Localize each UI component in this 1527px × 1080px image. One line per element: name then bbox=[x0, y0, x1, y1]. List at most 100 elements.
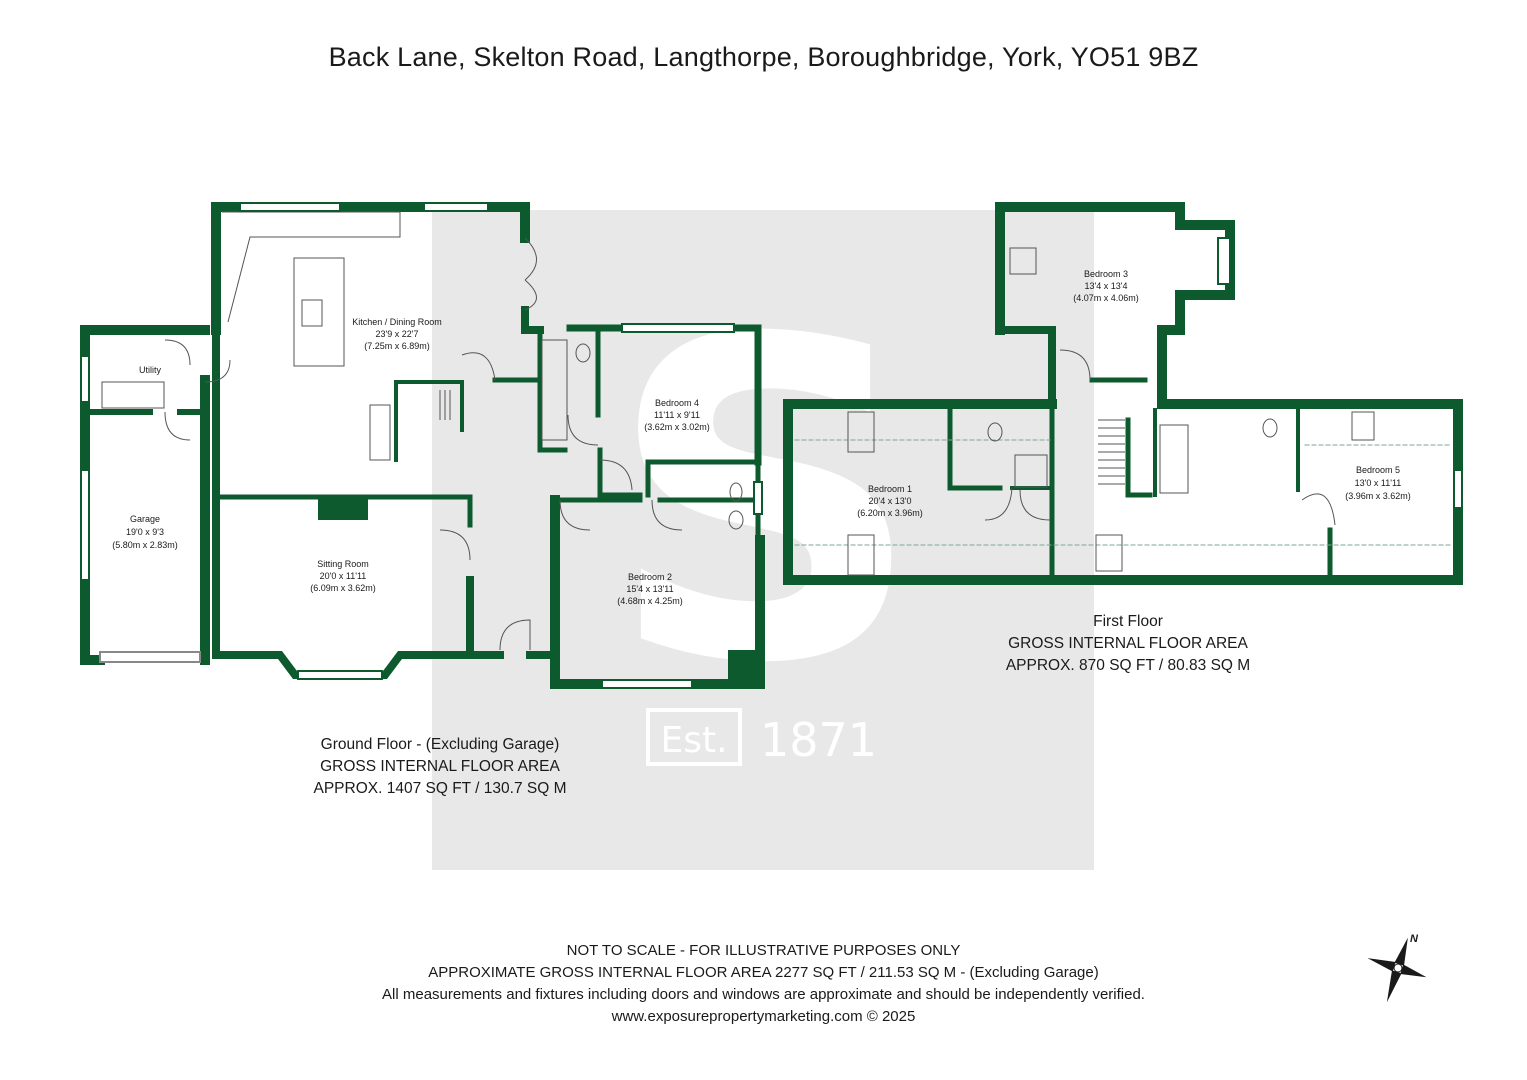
bedroom2-corner bbox=[728, 650, 760, 684]
bedroom5-window bbox=[1453, 469, 1463, 509]
watermark-year: 1871 bbox=[760, 713, 877, 767]
bedroom1-door-icon bbox=[984, 487, 1051, 521]
footer-disclaimer: NOT TO SCALE - FOR ILLUSTRATIVE PURPOSES… bbox=[566, 942, 961, 959]
bedroom3-bay-window bbox=[1217, 237, 1231, 285]
first-floor-fixtures bbox=[847, 247, 1375, 576]
bedroom3-bottom-wall bbox=[996, 326, 1056, 404]
footer-notes: NOT TO SCALE - FOR ILLUSTRATIVE PURPOSES… bbox=[0, 940, 1527, 1028]
first-floor-outer-wall bbox=[783, 399, 1463, 585]
ground-floor-summary: Ground Floor - (Excluding Garage) GROSS … bbox=[290, 734, 590, 800]
skylight-icon-4 bbox=[1095, 534, 1123, 572]
watermark-est-label: Est. bbox=[660, 720, 727, 761]
footer-total-area: APPROXIMATE GROSS INTERNAL FLOOR AREA 22… bbox=[428, 964, 1099, 981]
bedroom2-door-icon bbox=[559, 499, 591, 531]
bedroom4-name: Bedroom 4 bbox=[655, 398, 699, 408]
hall-door-icon bbox=[461, 352, 496, 381]
compass-north-point bbox=[1394, 937, 1408, 966]
ensuite-toilet-icon bbox=[728, 510, 744, 530]
utility-window bbox=[80, 355, 90, 403]
bedroom3-name: Bedroom 3 bbox=[1084, 269, 1128, 279]
sitting-room-top-wall bbox=[219, 494, 473, 528]
bedroom5-name: Bedroom 5 bbox=[1356, 465, 1400, 475]
bedroom4-door-icon bbox=[567, 414, 633, 491]
shower-icon bbox=[1014, 454, 1048, 488]
garage-imperial: 19'0 x 9'3 bbox=[126, 527, 164, 537]
skylight-icon-1 bbox=[847, 411, 875, 453]
bathroom-ff-wall bbox=[1153, 408, 1300, 497]
bedroom2-imperial: 15'4 x 13'11 bbox=[626, 584, 673, 594]
bathroom-wall bbox=[595, 327, 643, 498]
ensuite-window bbox=[753, 481, 763, 515]
first-floor-windows bbox=[1217, 237, 1463, 509]
toilet-icon bbox=[575, 343, 591, 363]
toilet-ff-icon bbox=[987, 422, 1003, 442]
bedroom1-name: Bedroom 1 bbox=[868, 484, 912, 494]
hall-wall bbox=[492, 327, 568, 453]
skylight-icon-2 bbox=[847, 534, 875, 576]
page-title: Back Lane, Skelton Road, Langthorpe, Bor… bbox=[328, 42, 1199, 72]
ground-floor-area-value: APPROX. 1407 SQ FT / 130.7 SQ M bbox=[313, 780, 567, 797]
basin-icon bbox=[729, 482, 743, 502]
bedroom5-imperial: 13'0 x 11'11 bbox=[1355, 478, 1402, 488]
hob-icon bbox=[301, 299, 323, 327]
kitchen-island bbox=[293, 257, 345, 367]
sitting-door-icon bbox=[439, 529, 471, 561]
kitchen-imperial: 23'9 x 22'7 bbox=[376, 329, 419, 339]
utility-name: Utility bbox=[139, 365, 161, 375]
utility-wall bbox=[80, 325, 210, 665]
skylight-icon-3 bbox=[1009, 247, 1037, 275]
bedroom4-window bbox=[621, 323, 735, 333]
garage-door-icon bbox=[164, 411, 191, 441]
footer-website: www.exposurepropertymarketing.com © 2025 bbox=[611, 1008, 916, 1025]
sitting-imperial: 20'0 x 11'11 bbox=[320, 571, 367, 581]
bedroom5-door-icon bbox=[1301, 493, 1336, 526]
bedroom3-imperial: 13'4 x 13'4 bbox=[1085, 281, 1128, 291]
ensuite-door-icon bbox=[651, 499, 683, 531]
garage-window bbox=[80, 469, 90, 581]
bedroom3-metric: (4.07m x 4.06m) bbox=[1073, 293, 1139, 303]
first-floor-summary: First Floor GROSS INTERNAL FLOOR AREA AP… bbox=[980, 611, 1276, 677]
ground-floor-area-label: GROSS INTERNAL FLOOR AREA bbox=[320, 758, 560, 775]
bedroom1-imperial: 20'4 x 13'0 bbox=[869, 496, 912, 506]
kitchen-wall bbox=[211, 202, 530, 335]
first-floor-area-value: APPROX. 870 SQ FT / 80.83 SQ M bbox=[1005, 657, 1251, 674]
stair-treads-ff bbox=[1098, 419, 1125, 485]
utility-worktop bbox=[101, 381, 165, 409]
kitchen-worktop bbox=[222, 211, 401, 323]
kitchen-window-1 bbox=[239, 202, 341, 212]
bath-icon bbox=[541, 339, 568, 441]
sitting-name: Sitting Room bbox=[317, 559, 369, 569]
stair-wall bbox=[394, 380, 464, 462]
toilet-ff2-icon bbox=[1262, 418, 1278, 438]
garage-name: Garage bbox=[130, 514, 160, 524]
compass-rose-icon: N bbox=[1367, 933, 1427, 1003]
fridge-icon bbox=[369, 404, 391, 461]
watermark-est-box bbox=[646, 708, 742, 766]
ground-floor-windows bbox=[80, 202, 763, 689]
bedroom5-metric: (3.96m x 3.62m) bbox=[1345, 491, 1411, 501]
first-floor-heading: First Floor bbox=[1093, 613, 1163, 630]
first-floor-area-label: GROSS INTERNAL FLOOR AREA bbox=[1008, 635, 1248, 652]
kitchen-metric: (7.25m x 6.89m) bbox=[364, 341, 430, 351]
kitchen-door-icon bbox=[524, 237, 537, 311]
bedroom4-imperial: 11'11 x 9'11 bbox=[654, 410, 700, 420]
skylight-icon-5 bbox=[1351, 411, 1375, 441]
garage-door-opening bbox=[99, 651, 201, 663]
bedroom2-window bbox=[601, 679, 693, 689]
stair-treads bbox=[439, 390, 451, 420]
bedroom4-metric: (3.62m x 3.02m) bbox=[644, 422, 710, 432]
bedroom2-metric: (4.68m x 4.25m) bbox=[617, 596, 683, 606]
bedroom1-metric: (6.20m x 3.96m) bbox=[857, 508, 923, 518]
landing-door-icon bbox=[1059, 349, 1091, 381]
ground-floor-heading: Ground Floor - (Excluding Garage) bbox=[320, 736, 560, 753]
stair-wall-ff bbox=[1089, 377, 1153, 498]
utility-door-icon bbox=[164, 339, 231, 383]
front-door-icon bbox=[499, 619, 531, 651]
compass-center bbox=[1393, 963, 1403, 973]
compass-south-point bbox=[1386, 970, 1402, 1003]
kitchen-right-wall bbox=[521, 306, 544, 334]
sitting-metric: (6.09m x 3.62m) bbox=[310, 583, 376, 593]
room-labels: Kitchen / Dining Room 23'9 x 22'7 (7.25m… bbox=[112, 269, 1411, 606]
compass-east-point bbox=[1400, 964, 1427, 978]
